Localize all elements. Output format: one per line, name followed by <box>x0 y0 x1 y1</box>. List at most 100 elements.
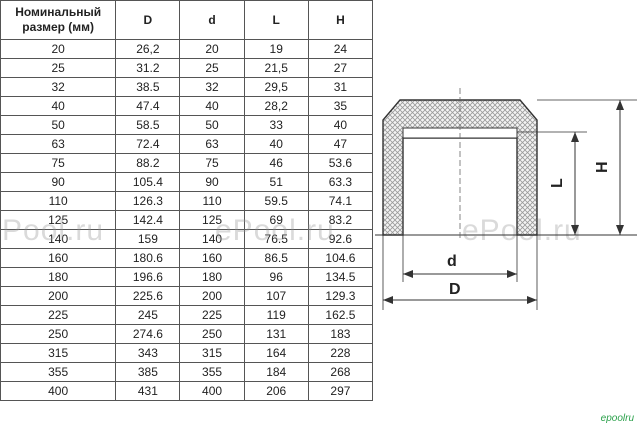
table-cell: 50 <box>179 115 245 135</box>
table-cell: 47.4 <box>115 96 181 116</box>
table-cell: 250 <box>0 324 117 344</box>
table-cell: 104.6 <box>307 248 374 268</box>
table-cell: 40 <box>307 115 374 135</box>
header-H: H <box>307 0 374 40</box>
table-cell: 131 <box>243 324 309 344</box>
table-cell: 140 <box>0 229 117 249</box>
table-cell: 32 <box>179 77 245 97</box>
table-cell: 134.5 <box>307 267 374 287</box>
table-cell: 75 <box>0 153 117 173</box>
label-d: d <box>447 253 457 270</box>
table-cell: 160 <box>179 248 245 268</box>
table-cell: 196.6 <box>115 267 181 287</box>
table-cell: 400 <box>179 381 245 401</box>
table-cell: 38.5 <box>115 77 181 97</box>
table-cell: 29,5 <box>243 77 309 97</box>
table-cell: 225 <box>0 305 117 325</box>
table-cell: 140 <box>179 229 245 249</box>
table-header-row: Номинальный размер (мм) D d L H <box>0 0 374 40</box>
header-L: L <box>243 0 309 40</box>
table-cell: 160 <box>0 248 117 268</box>
table-cell: 250 <box>179 324 245 344</box>
table-cell: 69 <box>243 210 309 230</box>
table-cell: 206 <box>243 381 309 401</box>
table-cell: 274.6 <box>115 324 181 344</box>
table-cell: 92.6 <box>307 229 374 249</box>
table-cell: 183 <box>307 324 374 344</box>
table-cell: 31.2 <box>115 58 181 78</box>
table-cell: 63.3 <box>307 172 374 192</box>
table-cell: 32 <box>0 77 117 97</box>
table-cell: 162.5 <box>307 305 374 325</box>
table-cell: 90 <box>0 172 117 192</box>
table-cell: 50 <box>0 115 117 135</box>
table-cell: 180.6 <box>115 248 181 268</box>
table-cell: 59.5 <box>243 191 309 211</box>
table-cell: 20 <box>0 39 117 59</box>
table-cell: 268 <box>307 362 374 382</box>
table-cell: 125 <box>179 210 245 230</box>
table-cell: 58.5 <box>115 115 181 135</box>
table-cell: 74.1 <box>307 191 374 211</box>
table-cell: 355 <box>179 362 245 382</box>
label-D: D <box>449 281 461 298</box>
table-cell: 125 <box>0 210 117 230</box>
table-cell: 164 <box>243 343 309 363</box>
table-cell: 126.3 <box>115 191 181 211</box>
table-cell: 142.4 <box>115 210 181 230</box>
table-cell: 28,2 <box>243 96 309 116</box>
table-cell: 315 <box>179 343 245 363</box>
table-cell: 119 <box>243 305 309 325</box>
table-cell: 225.6 <box>115 286 181 306</box>
table-cell: 46 <box>243 153 309 173</box>
table-cell: 400 <box>0 381 117 401</box>
table-cell: 53.6 <box>307 153 374 173</box>
table-cell: 90 <box>179 172 245 192</box>
table-cell: 33 <box>243 115 309 135</box>
table-cell: 180 <box>179 267 245 287</box>
label-L: L <box>549 178 566 188</box>
table-cell: 385 <box>115 362 181 382</box>
table-cell: 20 <box>179 39 245 59</box>
table-cell: 21,5 <box>243 58 309 78</box>
table-cell: 47 <box>307 134 374 154</box>
table-cell: 24 <box>307 39 374 59</box>
table-cell: 315 <box>0 343 117 363</box>
table-cell: 40 <box>0 96 117 116</box>
table-cell: 83.2 <box>307 210 374 230</box>
table-cell: 96 <box>243 267 309 287</box>
table-cell: 431 <box>115 381 181 401</box>
table-cell: 19 <box>243 39 309 59</box>
table-cell: 225 <box>179 305 245 325</box>
table-cell: 355 <box>0 362 117 382</box>
table-cell: 63 <box>0 134 117 154</box>
table-cell: 76.5 <box>243 229 309 249</box>
table-cell: 228 <box>307 343 374 363</box>
logo: epoolru <box>600 413 634 424</box>
table-cell: 51 <box>243 172 309 192</box>
label-H: H <box>594 161 611 173</box>
table-cell: 40 <box>243 134 309 154</box>
end-cap-drawing: H L d D <box>375 88 637 310</box>
table-cell: 200 <box>179 286 245 306</box>
header-nominal-size: Номинальный размер (мм) <box>0 0 117 40</box>
